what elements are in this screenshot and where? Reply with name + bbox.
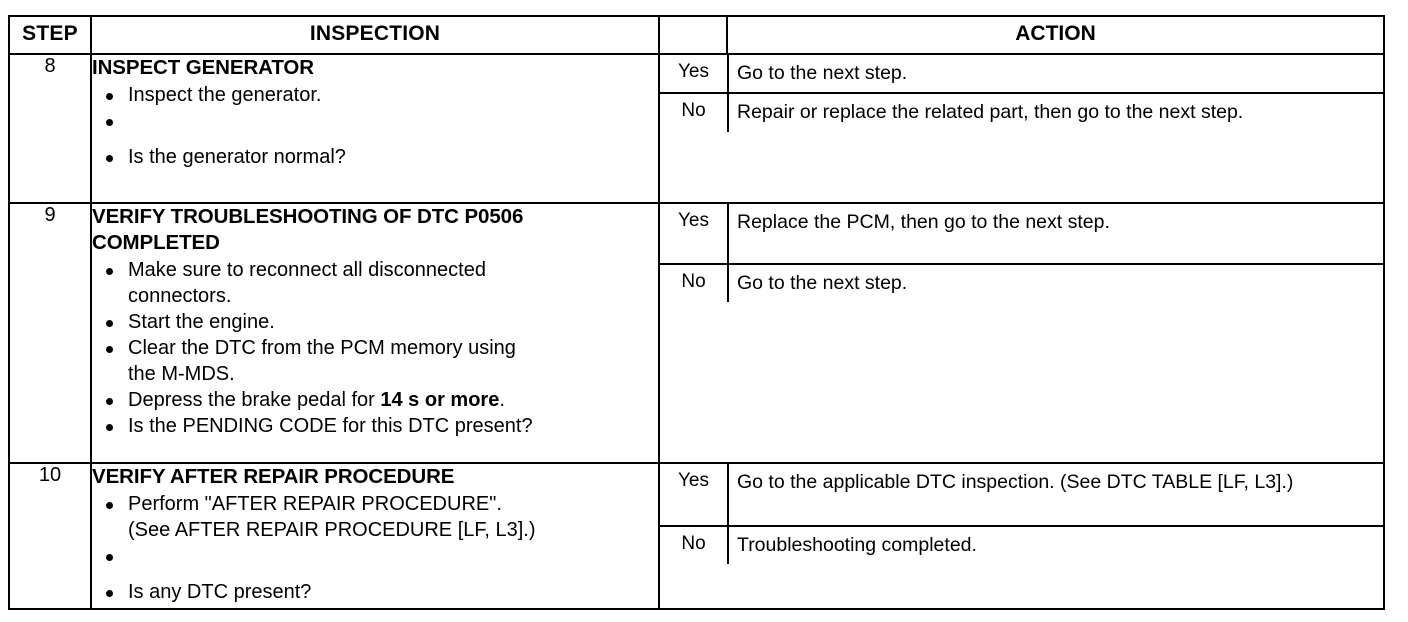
no-label: No xyxy=(660,264,729,303)
inspection-title-line1: VERIFY TROUBLESHOOTING OF DTC P0506 xyxy=(92,205,524,228)
no-action-text: Go to the next step. xyxy=(728,264,1383,303)
inspection-bullet-list: Perform "AFTER REPAIR PROCEDURE". (See A… xyxy=(92,491,658,605)
inspection-title: VERIFY TROUBLESHOOTING OF DTC P0506 COMP… xyxy=(92,204,658,256)
yes-branch-row: Yes Go to the applicable DTC inspection.… xyxy=(660,464,1383,527)
header-inspection: INSPECTION xyxy=(90,15,660,55)
list-item: Inspect the generator. xyxy=(92,82,658,108)
yes-branch-row: Yes Replace the PCM, then go to the next… xyxy=(660,204,1383,265)
no-label: No xyxy=(660,526,729,565)
list-item: Perform "AFTER REPAIR PROCEDURE". (See A… xyxy=(92,491,658,543)
step-number: 10 xyxy=(8,462,92,610)
inspection-cell-step-10: VERIFY AFTER REPAIR PROCEDURE Perform "A… xyxy=(90,462,660,610)
yes-action-text: Replace the PCM, then go to the next ste… xyxy=(728,204,1383,265)
list-item: Start the engine. xyxy=(92,309,658,335)
list-item-continuation: (See AFTER REPAIR PROCEDURE [LF, L3].) xyxy=(128,519,536,542)
list-item: Is the generator normal? xyxy=(92,144,658,170)
yes-branch-row: Yes Go to the next step. xyxy=(660,55,1383,95)
no-label: No xyxy=(660,93,729,132)
action-group-step-10: Yes Go to the applicable DTC inspection.… xyxy=(658,462,1385,610)
bullet-emphasis: 14 s or more xyxy=(380,389,500,412)
table-row: 9 VERIFY TROUBLESHOOTING OF DTC P0506 CO… xyxy=(8,202,1385,464)
no-action-text: Repair or replace the related part, then… xyxy=(728,93,1383,132)
no-branch-row: No Go to the next step. xyxy=(660,264,1383,303)
no-branch-row: No Repair or replace the related part, t… xyxy=(660,93,1383,132)
no-action-text: Troubleshooting completed. xyxy=(728,526,1383,565)
inspection-title-line2: COMPLETED xyxy=(92,231,220,255)
list-item: Depress the brake pedal for 14 s or more… xyxy=(92,387,658,413)
action-group-step-8: Yes Go to the next step. No Repair or re… xyxy=(658,53,1385,204)
step-number: 9 xyxy=(8,202,92,464)
bullet-spacer xyxy=(92,108,658,144)
step-number: 8 xyxy=(8,53,92,204)
table-row: 10 VERIFY AFTER REPAIR PROCEDURE Perform… xyxy=(8,462,1385,610)
yes-action-line-2: (See DTC TABLE [LF, L3].) xyxy=(1060,471,1294,493)
bullet-spacer xyxy=(92,543,658,579)
yes-label: Yes xyxy=(660,55,729,95)
header-yesno-spacer xyxy=(658,15,728,55)
yes-action-text: Go to the applicable DTC inspection. (Se… xyxy=(728,464,1383,527)
header-action: ACTION xyxy=(726,15,1385,55)
yes-action-text: Go to the next step. xyxy=(728,55,1383,95)
yes-label: Yes xyxy=(660,204,729,265)
list-item: Is the PENDING CODE for this DTC present… xyxy=(92,413,658,439)
troubleshooting-table: STEP INSPECTION ACTION 8 INSPECT GENERAT… xyxy=(8,15,1385,610)
yes-action-line-1: Go to the applicable DTC inspection. xyxy=(737,471,1055,493)
inspection-cell-step-9: VERIFY TROUBLESHOOTING OF DTC P0506 COMP… xyxy=(90,202,660,464)
table-header-row: STEP INSPECTION ACTION xyxy=(8,15,1385,55)
yes-label: Yes xyxy=(660,464,729,527)
inspection-bullet-list: Inspect the generator. Is the generator … xyxy=(92,82,658,170)
header-step: STEP xyxy=(8,15,92,55)
no-branch-row: No Troubleshooting completed. xyxy=(660,526,1383,565)
list-item-text: Perform "AFTER REPAIR PROCEDURE". xyxy=(128,493,502,516)
inspection-title: INSPECT GENERATOR xyxy=(92,56,314,79)
inspection-cell-step-8: INSPECT GENERATOR Inspect the generator.… xyxy=(90,53,660,204)
list-item: Is any DTC present? xyxy=(92,579,658,605)
inspection-title: VERIFY AFTER REPAIR PROCEDURE xyxy=(92,465,455,488)
table-row: 8 INSPECT GENERATOR Inspect the generato… xyxy=(8,53,1385,204)
action-group-step-9: Yes Replace the PCM, then go to the next… xyxy=(658,202,1385,464)
